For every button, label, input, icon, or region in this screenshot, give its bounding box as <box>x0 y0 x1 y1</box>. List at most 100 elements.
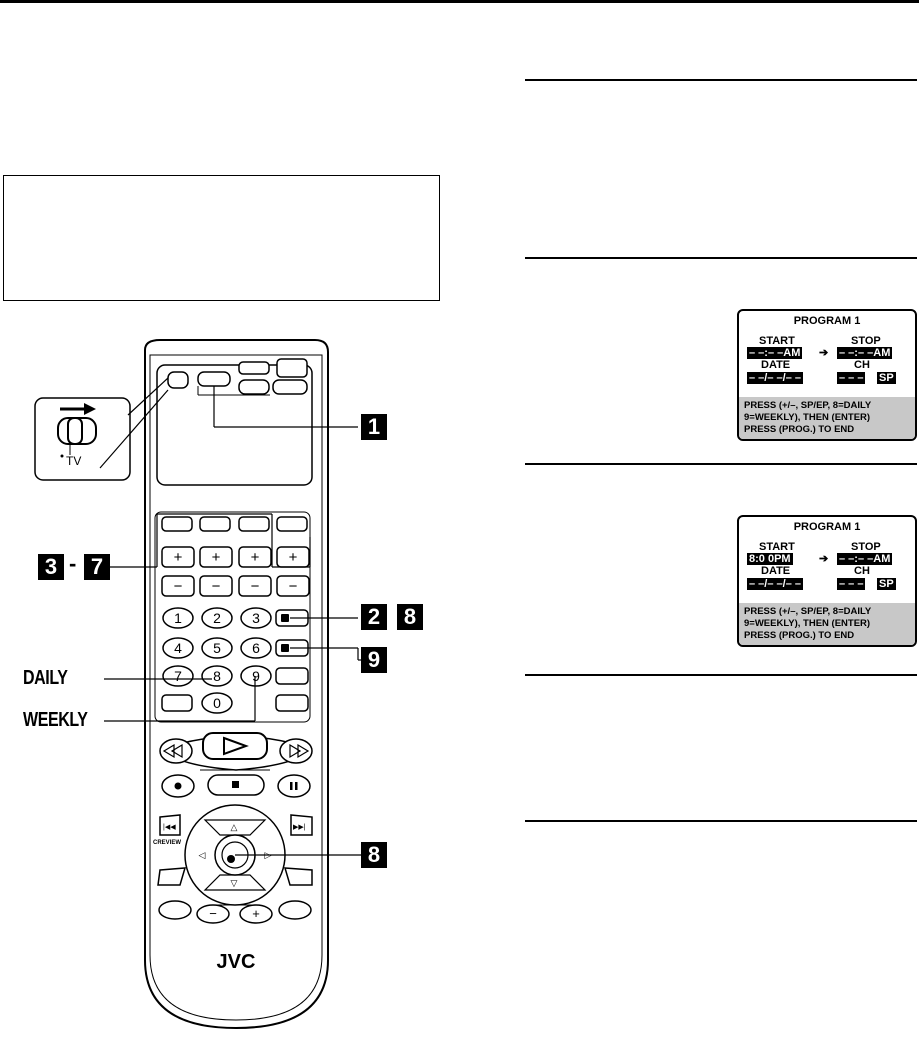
step-badge-8-top: 8 <box>397 604 423 630</box>
digit-label: 1 <box>174 610 182 626</box>
tv-vcr-switch[interactable] <box>167 371 189 389</box>
volume-plus-label: + <box>252 906 260 921</box>
osd-instruction-line-2: 9=WEEKLY), THEN (ENTER) <box>744 618 871 629</box>
plus-button-2[interactable] <box>199 546 233 568</box>
skip-forward-button[interactable] <box>290 814 313 836</box>
osd-instructions: PRESS (+/–, SP/EP, 8=DAILY 9=WEEKLY), TH… <box>739 397 915 439</box>
osd-stop-label: STOP <box>851 335 881 347</box>
right-button-3[interactable] <box>275 667 309 685</box>
digit-button-2[interactable] <box>201 607 233 629</box>
section-divider-4 <box>525 674 917 676</box>
volume-minus-label: − <box>209 906 217 921</box>
minus-button-1[interactable] <box>161 575 195 597</box>
zoom-switch-label: TV <box>66 454 81 468</box>
skip-back-button[interactable] <box>159 814 181 836</box>
osd-ch-value: – – – <box>837 372 866 384</box>
digit-button-0[interactable] <box>201 692 233 714</box>
osd-start-value: – –:– –AM <box>747 347 803 359</box>
daily-label: DAILY <box>23 667 68 689</box>
osd-stop-value: – –:– –AM <box>837 347 893 359</box>
osd-instructions: PRESS (+/–, SP/EP, 8=DAILY 9=WEEKLY), TH… <box>739 603 915 645</box>
osd-instruction-line-3: PRESS (PROG.) TO END <box>744 424 855 435</box>
minus-label-3: − <box>251 578 260 595</box>
osd-arrow: ➔ <box>819 553 829 565</box>
rewind-button[interactable] <box>159 738 193 764</box>
osd-program-screen-2: PROGRAM 1 START STOP 8:0 0PM ➔ – –:– –AM… <box>737 515 917 647</box>
minus-label-1: − <box>174 578 183 595</box>
digit-label: 6 <box>252 640 260 656</box>
svg-text:▶▶|: ▶▶| <box>293 824 306 831</box>
digit-button-1[interactable] <box>162 607 194 629</box>
stop-button[interactable] <box>199 516 231 532</box>
digit-button-6[interactable] <box>240 637 272 659</box>
osd-date-value: – –/– –/– – <box>747 578 803 590</box>
step-range-dash: - <box>69 551 77 576</box>
left-bottom-button[interactable] <box>161 694 193 712</box>
section-divider-1 <box>525 79 917 81</box>
fast-forward-button[interactable] <box>279 738 313 764</box>
remote-top-panel <box>156 364 313 486</box>
zoom-switch-knob <box>67 417 83 445</box>
top-button-5[interactable] <box>238 361 270 375</box>
osd-instruction-line-3: PRESS (PROG.) TO END <box>744 630 855 641</box>
step-badge-7: 7 <box>84 554 110 580</box>
top-button-4[interactable] <box>276 358 308 378</box>
minus-label-2: − <box>212 578 221 595</box>
plus-button-3[interactable] <box>238 546 272 568</box>
keypad-frame <box>154 511 311 723</box>
digit-label: 8 <box>213 668 221 684</box>
osd-instruction-line-1: PRESS (+/–, SP/EP, 8=DAILY <box>744 606 872 617</box>
osd-start-label: START <box>759 335 795 347</box>
plus-label-4: + <box>289 549 298 566</box>
osd-start-value: 8:0 0PM <box>747 553 793 565</box>
digit-button-7[interactable] <box>162 665 194 687</box>
right-button-4[interactable] <box>275 694 309 712</box>
osd-date-label: DATE <box>761 359 791 371</box>
pause-button[interactable] <box>277 774 311 798</box>
digit-button-5[interactable] <box>201 637 233 659</box>
digit-label: 0 <box>213 695 221 711</box>
osd-start-label: START <box>759 541 795 553</box>
lower-left-button[interactable] <box>157 867 187 886</box>
osd-stop-value: – –:– –AM <box>837 553 893 565</box>
plus-button-1[interactable] <box>161 546 195 568</box>
osd-ch-label: CH <box>854 565 870 577</box>
plus-minus-row: +−+−+−+− <box>161 546 310 597</box>
power-button[interactable] <box>197 371 231 387</box>
bottom-right-button[interactable] <box>278 900 312 920</box>
minus-label-4: − <box>289 578 298 595</box>
weekly-label: WEEKLY <box>23 709 88 731</box>
osd-instruction-line-2: 9=WEEKLY), THEN (ENTER) <box>744 412 871 423</box>
minus-button-4[interactable] <box>276 575 310 597</box>
svg-text:|◀◀: |◀◀ <box>163 824 176 831</box>
step-badge-8-bottom: 8 <box>361 842 387 868</box>
osd-stop-label: STOP <box>851 541 881 553</box>
digit-button-8[interactable] <box>201 665 233 687</box>
top-button-2[interactable] <box>238 379 270 395</box>
osd-speed-value: SP <box>877 578 896 590</box>
osd-date-label: DATE <box>761 565 791 577</box>
digit-button-9[interactable] <box>240 665 272 687</box>
plus-label-1: + <box>174 549 183 566</box>
timer-button-row <box>161 516 308 532</box>
digit-label: 9 <box>252 668 260 684</box>
ch-button[interactable] <box>276 516 308 532</box>
minus-button-3[interactable] <box>238 575 272 597</box>
lower-right-button[interactable] <box>283 867 313 886</box>
osd-program-screen-1: PROGRAM 1 START STOP – –:– –AM ➔ – –:– –… <box>737 309 917 441</box>
start-button[interactable] <box>161 516 193 532</box>
minus-button-2[interactable] <box>199 575 233 597</box>
osd-arrow: ➔ <box>819 347 829 359</box>
digit-label: 7 <box>174 668 182 684</box>
digit-button-4[interactable] <box>162 637 194 659</box>
osd-ch-label: CH <box>854 359 870 371</box>
note-box <box>3 175 440 301</box>
digit-button-3[interactable] <box>240 607 272 629</box>
step-badge-1: 1 <box>361 414 387 440</box>
plus-label-3: + <box>251 549 260 566</box>
osd-title: PROGRAM 1 <box>793 521 861 533</box>
date-button[interactable] <box>238 516 270 532</box>
bottom-left-button[interactable] <box>158 900 192 920</box>
top-button-3[interactable] <box>272 379 308 395</box>
